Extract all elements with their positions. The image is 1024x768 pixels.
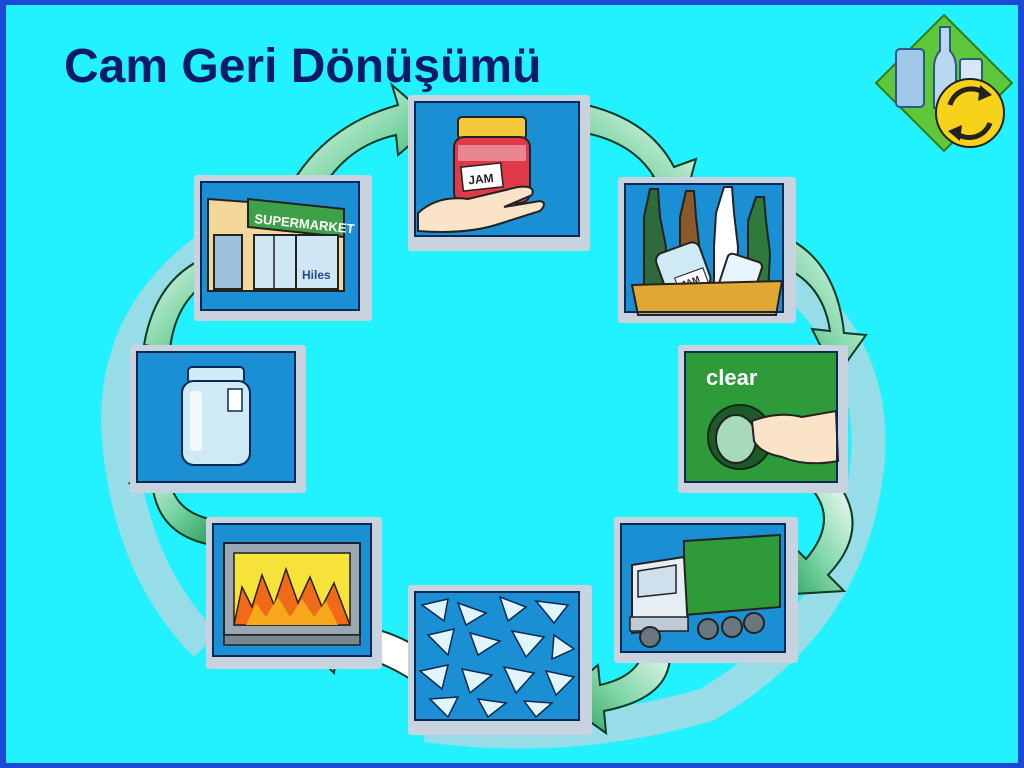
clear-bin-label: clear xyxy=(706,365,758,390)
jam-jar-label: JAM xyxy=(468,171,495,188)
supermarket-illustration: SUPERMARKET Hiles xyxy=(200,181,360,311)
truck-illustration xyxy=(620,523,786,653)
clear-bin-illustration: clear xyxy=(684,351,840,483)
store-brand-text: Hiles xyxy=(302,268,331,282)
crushed-glass-illustration xyxy=(414,591,580,721)
new-glass-jar-illustration xyxy=(136,351,296,483)
panel-truck xyxy=(614,517,798,663)
page-title: Cam Geri Dönüşümü xyxy=(64,40,542,93)
panel-supermarket: SUPERMARKET Hiles xyxy=(194,175,372,321)
furnace-illustration xyxy=(212,523,372,657)
panel-furnace xyxy=(206,517,382,669)
panel-clear-bin: clear xyxy=(678,345,848,493)
slide: Cam Geri Dönüşümü xyxy=(6,5,1018,763)
panel-jam-purchase: JAM xyxy=(408,95,590,251)
panel-cullet xyxy=(408,585,592,735)
glass-recycling-logo-icon xyxy=(874,13,1014,153)
jam-jar-hand-illustration: JAM xyxy=(414,101,580,237)
bottle-bank-illustration: JAM xyxy=(624,183,784,316)
panel-bottle-bank: JAM xyxy=(618,177,796,323)
panel-new-jar xyxy=(130,345,306,493)
